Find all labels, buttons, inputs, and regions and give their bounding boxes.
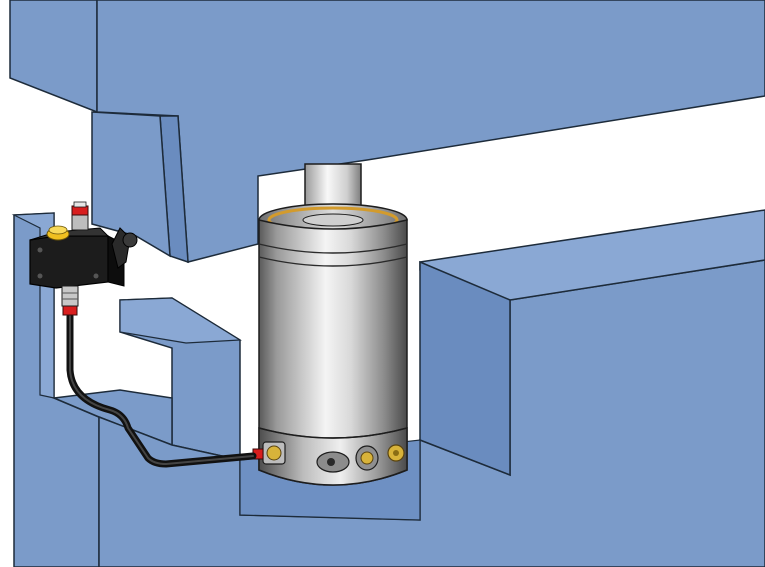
valve-top-cap <box>73 201 87 208</box>
valve-hole-1 <box>37 247 43 253</box>
cylinder-groove-2 <box>258 256 408 267</box>
lower-die-plate <box>11 209 765 567</box>
pressure-hose-icon <box>62 304 257 468</box>
upper-die-left-face <box>9 0 98 114</box>
gas-spring-cylinder-icon <box>252 163 408 486</box>
valve-hole-3 <box>93 273 99 279</box>
valve-roller <box>122 232 138 248</box>
hose-highlight <box>69 315 254 465</box>
relief-plug-center <box>393 450 399 456</box>
control-valve-icon <box>29 201 138 307</box>
rod-seal <box>302 213 364 227</box>
lower-die-middle-step-top <box>119 297 242 344</box>
upper-die-plate <box>9 0 765 264</box>
valve-body-front <box>29 235 109 289</box>
base-port-hole <box>327 458 335 466</box>
valve-yellow-plug-top <box>48 225 68 235</box>
cylinder-base-edge <box>258 427 408 439</box>
valve-hole-2 <box>37 273 43 279</box>
valve-top-fitting <box>71 213 89 231</box>
lower-die-ledge <box>51 389 173 447</box>
upper-die-front-face <box>96 0 765 263</box>
cylinder-groove-1 <box>258 243 408 254</box>
valve-bottom-fitting <box>61 285 79 307</box>
charging-valve-brass <box>360 451 374 465</box>
upper-die-lip <box>91 111 171 258</box>
inlet-fitting-brass <box>266 445 282 461</box>
lower-die-right-block-side <box>419 260 511 477</box>
